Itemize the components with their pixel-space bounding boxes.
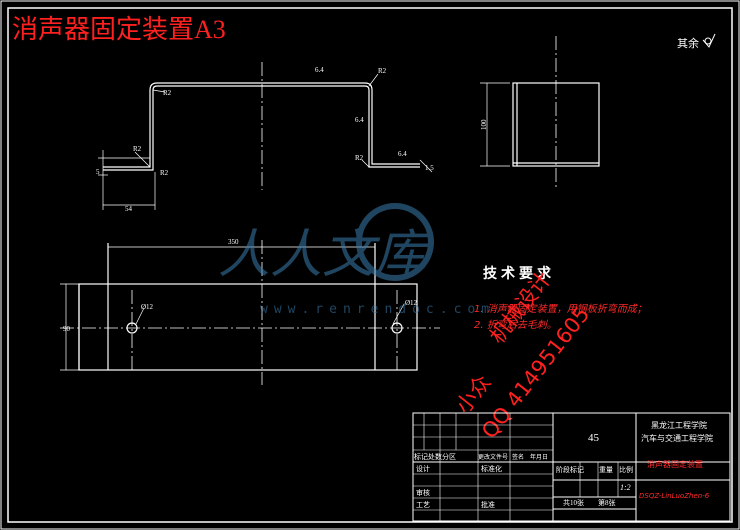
tech-requirements: 技术要求 1. 消声器固定装置，用钢板折弯而成； 2. 折弯后去毛刺。 xyxy=(474,265,647,331)
side-height-dim: 100 xyxy=(480,119,488,130)
tb-material: 45 xyxy=(588,432,600,444)
drawing-title: 消声器固定装置A3 xyxy=(12,15,226,44)
radius-label-1: R2 xyxy=(163,89,172,97)
thickness-dim: 1.5 xyxy=(425,164,434,172)
watermark-url: www.renrendoc.com xyxy=(260,302,495,317)
tb-weight: 重量 xyxy=(599,466,613,474)
title-block-text: 45 黑龙江工程学院 汽车与交通工程学院 消声器固定装置 DSQZ-LinLuo… xyxy=(414,420,713,509)
tb-scale: 1:2 xyxy=(620,483,631,492)
tb-approve: 批准 xyxy=(481,500,495,509)
tb-std: 标准化 xyxy=(481,464,502,473)
tb-part-name: 消声器固定装置 xyxy=(647,459,703,469)
red-stamps: 机械设计 小众 QQ 414951605 xyxy=(451,267,594,443)
tb-drawing-no: DSQZ-LinLuoZhen-6 xyxy=(639,492,710,500)
front-view-dimensions xyxy=(98,73,433,210)
watermark-brand: 人人文库 xyxy=(218,225,434,285)
tech-item-1: 1. 消声器固定装置，用钢板折弯而成； xyxy=(474,303,647,315)
width-dim: 90 xyxy=(63,325,71,333)
radius-label-5: R2 xyxy=(355,154,364,162)
tb-school-2: 汽车与交通工程学院 xyxy=(641,433,713,443)
tb-school-1: 黑龙江工程学院 xyxy=(651,420,707,430)
radius-label-2: R2 xyxy=(378,67,387,75)
tech-heading: 技术要求 xyxy=(483,265,555,282)
front-view-profile xyxy=(103,82,420,171)
svg-text:其余: 其余 xyxy=(677,36,699,50)
tb-scale-label: 比例 xyxy=(619,465,633,474)
plan-view xyxy=(60,243,418,371)
flange-length-dim: 54 xyxy=(125,205,133,213)
watermark-logo xyxy=(356,203,434,281)
tb-sheets: 共10张 xyxy=(563,498,584,507)
tb-process: 工艺 xyxy=(416,501,430,509)
radius-label-3: R2 xyxy=(133,145,142,153)
roughness-top: 6.4 xyxy=(315,66,324,74)
flange-height-dim: 5 xyxy=(96,168,100,176)
tb-date: 年月日 xyxy=(530,453,548,461)
tb-signature: 签名 xyxy=(512,453,524,461)
tb-stage: 阶段标记 xyxy=(556,465,584,474)
watermark: 人人文库 www.renrendoc.com xyxy=(218,203,495,317)
title-block xyxy=(412,412,731,522)
surface-finish-note: 其余 xyxy=(677,33,716,50)
tb-design: 设计 xyxy=(416,464,430,473)
side-view xyxy=(480,82,600,167)
centre-lines xyxy=(60,36,557,385)
tb-audit: 审核 xyxy=(416,488,430,497)
sheet-inner-frame xyxy=(7,7,733,523)
hole-right-dim: Ø12 xyxy=(405,299,418,307)
tb-change-no: 更改文件号 xyxy=(478,453,508,461)
tb-sheet-no: 第8张 xyxy=(598,498,616,507)
radius-label-4: R2 xyxy=(160,169,169,177)
hole-left-dim: Ø12 xyxy=(141,303,154,311)
tech-item-2: 2. 折弯后去毛刺。 xyxy=(474,319,557,331)
stamp-2: 小众 xyxy=(451,370,496,418)
length-dim: 350 xyxy=(228,238,239,246)
tb-mark-label: 标记处数分区 xyxy=(414,452,456,461)
roughness-low: 6.4 xyxy=(398,150,407,158)
roughness-side: 6.4 xyxy=(355,116,364,124)
